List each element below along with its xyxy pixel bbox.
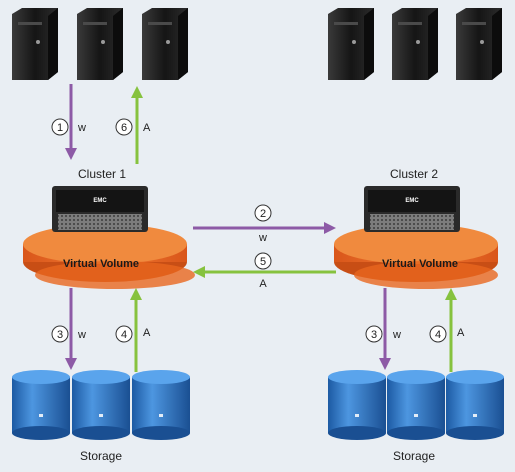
step-number: 5	[260, 256, 266, 268]
write-letter: w	[392, 329, 401, 341]
disk-cylinder-icon	[132, 370, 190, 440]
step-number: 3	[371, 329, 377, 341]
host-ack-arrow	[131, 86, 143, 164]
disk-cylinder-icon	[387, 370, 445, 440]
servers-cluster-1	[12, 8, 188, 80]
write-letter: w	[258, 232, 267, 244]
ack-letter: A	[259, 278, 267, 290]
brand-label: EMC	[93, 198, 107, 204]
servers-cluster-2	[328, 8, 502, 80]
step-number: 4	[435, 329, 441, 341]
virtual-volume-label: Virtual Volume	[63, 258, 139, 270]
disk-cylinder-icon	[328, 370, 386, 440]
storage-label: Storage	[80, 449, 122, 463]
inter-cluster-ack-arrow	[193, 266, 336, 278]
step-3-marker: 3	[51, 325, 69, 343]
brand-label: EMC	[405, 198, 419, 204]
virtual-volume-label: Virtual Volume	[382, 258, 458, 270]
step-number: 1	[57, 122, 63, 134]
server-tower-icon	[12, 8, 58, 80]
step-6-marker: 6	[115, 118, 133, 136]
ack-letter: A	[143, 327, 151, 339]
disk-cylinder-icon	[446, 370, 504, 440]
host-write-arrow	[65, 84, 77, 160]
storage-appliance-icon: EMC	[52, 186, 148, 232]
server-tower-icon	[77, 8, 123, 80]
step-5-marker: 5	[254, 252, 272, 270]
step-4-marker: 4	[115, 325, 133, 343]
storage-write-arrow-cluster-1	[65, 288, 77, 370]
disk-cylinder-icon	[72, 370, 130, 440]
cluster-1-virtual-volume	[23, 224, 195, 289]
step-number: 3	[57, 329, 63, 341]
server-tower-icon	[328, 8, 374, 80]
storage-ack-arrow-cluster-2	[445, 288, 457, 372]
write-letter: w	[77, 122, 86, 134]
cluster-2-virtual-volume	[334, 224, 498, 289]
disk-cylinder-icon	[12, 370, 70, 440]
step-number: 2	[260, 208, 266, 220]
cluster-1-label: Cluster 1	[78, 167, 126, 181]
server-tower-icon	[392, 8, 438, 80]
storage-ack-arrow-cluster-1	[130, 288, 142, 372]
write-letter: w	[77, 329, 86, 341]
storage-cluster-1	[12, 370, 190, 440]
step-4-marker: 4	[429, 325, 447, 343]
step-number: 6	[121, 122, 127, 134]
step-3-marker: 3	[365, 325, 383, 343]
server-tower-icon	[456, 8, 502, 80]
storage-cluster-2	[328, 370, 504, 440]
storage-label: Storage	[393, 449, 435, 463]
server-tower-icon	[142, 8, 188, 80]
ack-letter: A	[143, 122, 151, 134]
cluster-2-label: Cluster 2	[390, 167, 438, 181]
storage-write-arrow-cluster-2	[379, 288, 391, 370]
ack-letter: A	[457, 327, 465, 339]
storage-appliance-icon: EMC	[364, 186, 460, 232]
step-number: 4	[121, 329, 127, 341]
step-2-marker: 2	[254, 204, 272, 222]
inter-cluster-write-arrow	[193, 222, 336, 234]
step-1-marker: 1	[51, 118, 69, 136]
